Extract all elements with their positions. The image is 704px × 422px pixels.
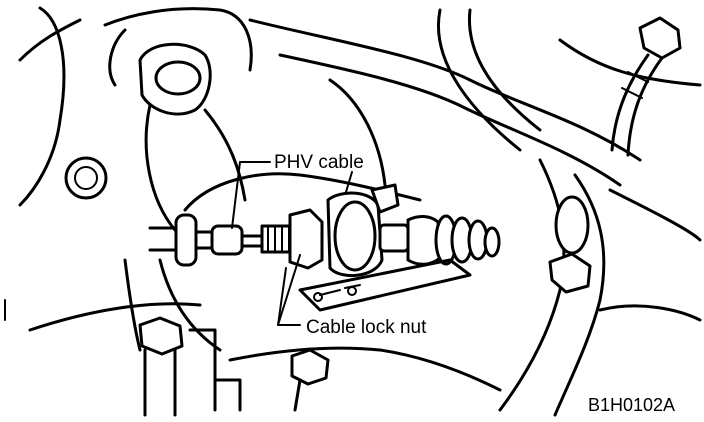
label-cable-lock-nut: Cable lock nut: [306, 317, 427, 338]
cable-lock-nut: [288, 208, 324, 270]
mount-bracket: [18, 6, 253, 232]
leader-lines: [231, 161, 353, 326]
right-housing: [498, 38, 702, 417]
vent-fitting: [610, 16, 682, 157]
figure-code: B1H0102A: [588, 395, 675, 415]
phv-cable-assembly: [148, 183, 501, 312]
lower-hardware: [123, 258, 330, 417]
bolt-left: [64, 156, 108, 200]
cable-boot: [406, 214, 501, 266]
hose-top: [248, 8, 642, 187]
label-phv-cable: PHV cable: [274, 152, 364, 173]
